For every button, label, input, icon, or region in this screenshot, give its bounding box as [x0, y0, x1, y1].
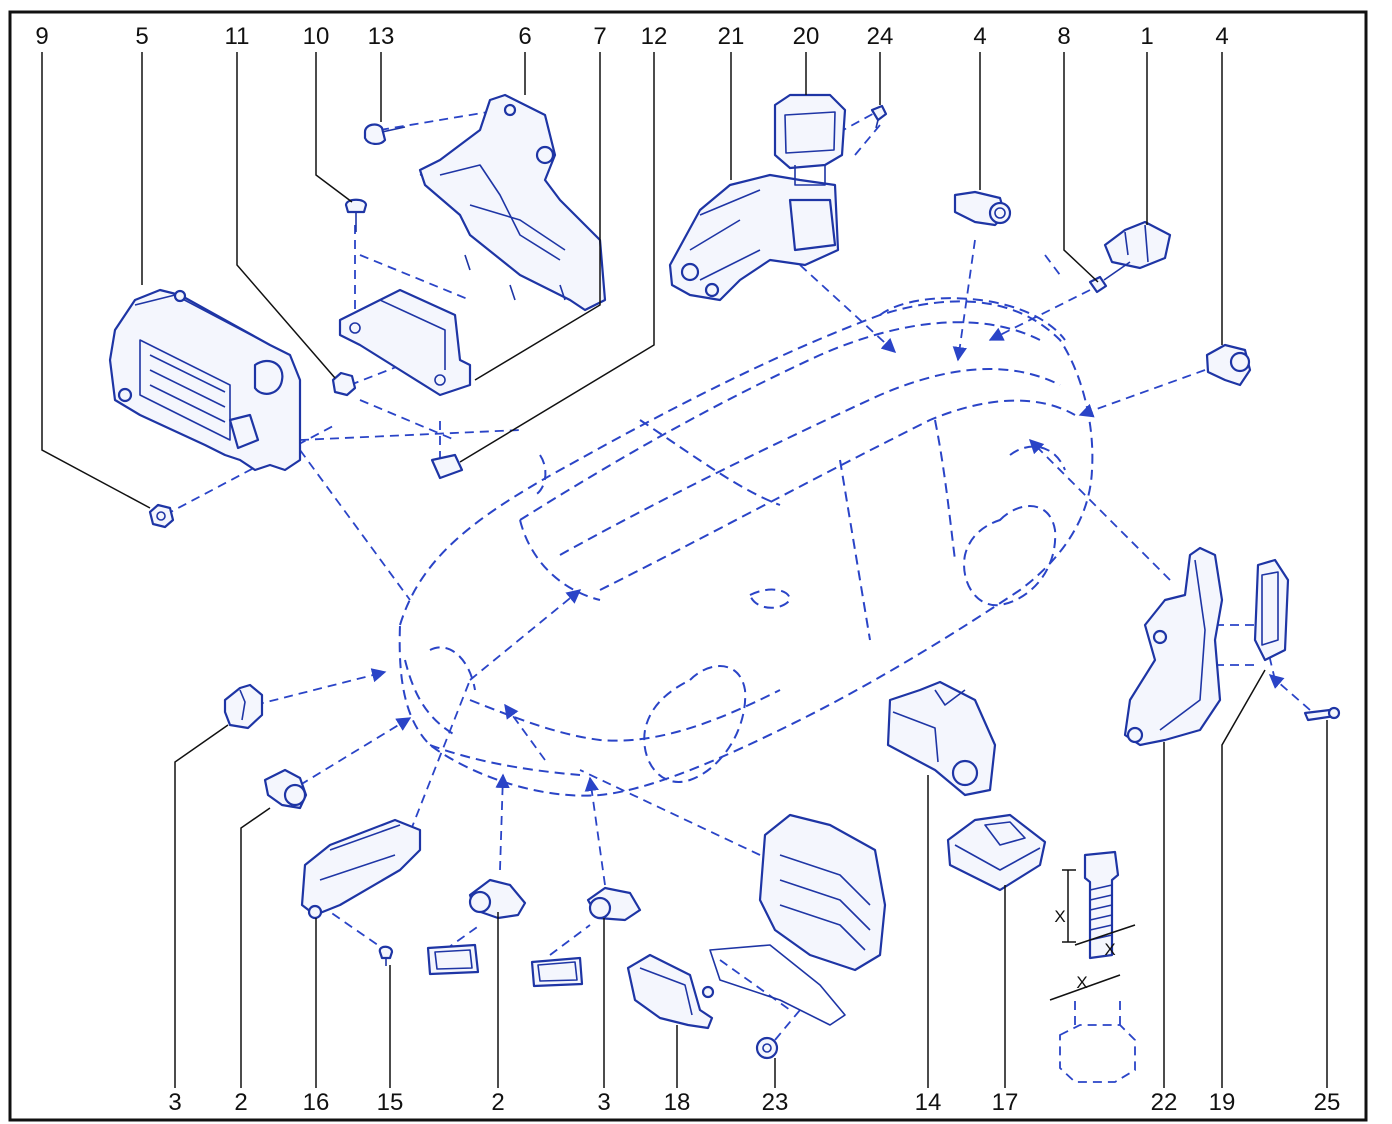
- dimension-x-length: X: [1054, 907, 1065, 926]
- part-13-screw: [363, 123, 406, 145]
- part-12-clip: [430, 453, 464, 480]
- callout-25: 25: [1314, 1089, 1341, 1116]
- callout-3-bottom: 3: [597, 1089, 610, 1116]
- vehicle-outline: [398, 297, 1094, 797]
- part-1-connector: [1103, 220, 1172, 270]
- callout-18: 18: [664, 1089, 691, 1116]
- callout-14: 14: [915, 1089, 942, 1116]
- callout-13: 13: [368, 23, 395, 50]
- bolt-dimension-detail: [1049, 850, 1136, 1083]
- part-2-sensor-left: [263, 768, 308, 810]
- leader-lines: [41, 52, 1328, 1088]
- part-2-sensor-bottom: [426, 878, 527, 976]
- part-24-screw: [870, 104, 888, 129]
- callout-21: 21: [718, 23, 745, 50]
- callout-1: 1: [1140, 23, 1153, 50]
- part-14-module: [886, 680, 997, 797]
- part-11-nut: [331, 371, 357, 397]
- assembly-lines: [164, 109, 1311, 1041]
- part-10-screw: [344, 198, 368, 232]
- callout-24: 24: [867, 23, 894, 50]
- callout-23: 23: [762, 1089, 789, 1116]
- callout-3-left: 3: [168, 1089, 181, 1116]
- callout-9: 9: [35, 23, 48, 50]
- callout-10: 10: [303, 23, 330, 50]
- callout-4-right: 4: [1215, 23, 1228, 50]
- callout-15: 15: [377, 1089, 404, 1116]
- part-23-bracket-assembly: [709, 813, 887, 1060]
- callout-8: 8: [1057, 23, 1070, 50]
- part-15-screw: [378, 945, 394, 966]
- part-7-bracket: [338, 288, 472, 397]
- callout-19: 19: [1209, 1089, 1236, 1116]
- callout-numbers-bottom: 3 2 16 15 2 3 18 23 14 17 22 19 25: [168, 1089, 1340, 1116]
- part-17-module: [946, 813, 1047, 892]
- callout-6: 6: [518, 23, 531, 50]
- callout-22: 22: [1151, 1089, 1178, 1116]
- callout-4-top: 4: [973, 23, 986, 50]
- diagram-frame: [8, 10, 1368, 1122]
- callout-2-left: 2: [234, 1089, 247, 1116]
- callout-numbers-top: 9 5 11 10 13 6 7 12 21 20 24 4 8 1 4: [35, 23, 1228, 50]
- dimension-x-nut: X: [1076, 973, 1087, 992]
- callout-20: 20: [793, 23, 820, 50]
- part-3-sensor-bottom: [530, 886, 642, 988]
- part-22-bracket: [1123, 546, 1224, 747]
- part-25-screw: [1303, 706, 1341, 722]
- callout-11: 11: [225, 23, 250, 50]
- part-8-screw: [1088, 261, 1131, 294]
- part-6-bracket: [418, 93, 607, 312]
- part-3-sensor-left: [223, 683, 264, 730]
- part-18-radar-unit: [626, 953, 715, 1030]
- part-4-sensor-top: [953, 190, 1012, 227]
- callout-17: 17: [992, 1089, 1019, 1116]
- part-20-camera: [773, 93, 847, 186]
- callout-12: 12: [641, 23, 668, 50]
- callout-7: 7: [593, 23, 606, 50]
- callout-16: 16: [303, 1089, 330, 1116]
- part-21-bracket: [668, 173, 840, 302]
- callout-2-bottom: 2: [491, 1089, 504, 1116]
- part-4-sensor-right: [1205, 343, 1252, 387]
- part-9-nut: [148, 503, 175, 529]
- dimension-marks: X X X: [1054, 907, 1115, 992]
- part-19-sensor: [1253, 558, 1290, 662]
- callout-5: 5: [135, 23, 148, 50]
- part-5-radar-module: [108, 288, 302, 472]
- dimension-x-thread: X: [1104, 940, 1115, 959]
- part-16-control-unit: [300, 818, 422, 920]
